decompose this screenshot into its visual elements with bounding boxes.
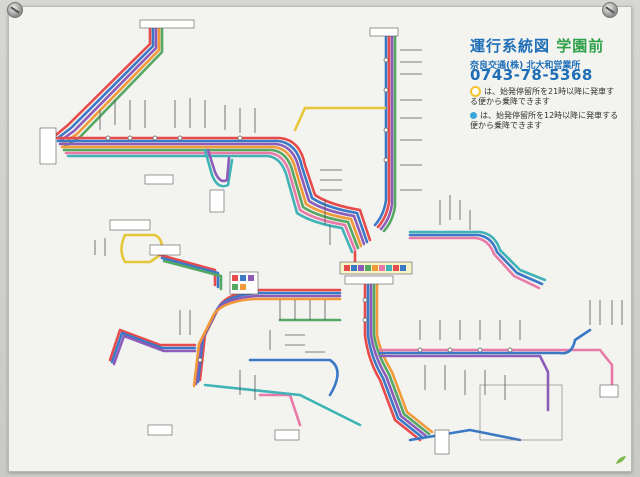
- note-afternoon: は、始発停留所を12時以降に発車する便から乗降できます: [470, 111, 620, 131]
- note-afternoon-text: は、始発停留所を12時以降に発車する便から乗降できます: [470, 111, 619, 130]
- screw-icon: [602, 2, 618, 18]
- title-main: 運行系統図: [470, 37, 551, 55]
- route-map-title: 運行系統図 学園前: [470, 35, 604, 56]
- yellow-circle-icon: [470, 86, 481, 97]
- note-evening-text: は、始発停留所を21時以降に発車する便から乗降できます: [470, 87, 615, 106]
- leaf-logo-icon: [616, 456, 626, 464]
- blue-circle-icon: [470, 112, 477, 119]
- phone-number: 0743-78-5368: [470, 66, 593, 84]
- screw-icon: [7, 2, 23, 18]
- title-station: 学園前: [556, 37, 605, 55]
- note-evening: は、始発停留所を21時以降に発車する便から乗降できます: [470, 86, 620, 107]
- route-map-board: [8, 6, 632, 472]
- company-name: 奈良交通(株) 北大和営業所: [470, 61, 581, 71]
